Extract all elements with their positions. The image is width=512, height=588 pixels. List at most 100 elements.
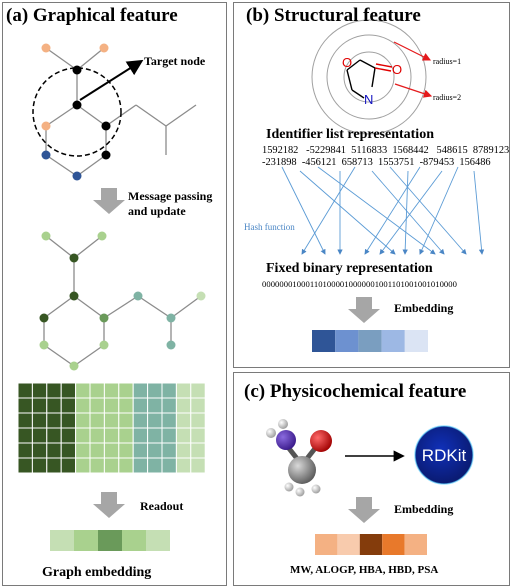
feature-matrix-cell [103,397,120,414]
feature-matrix-cell [161,427,177,444]
feature-matrix-cell [46,397,62,414]
node [41,121,51,131]
feature-matrix-cell [89,457,105,474]
radius-circles [311,19,427,135]
feature-matrix-cell [17,412,33,429]
feature-matrix-cell [103,442,120,459]
panel-c-title: (c) Physicochemical feature [244,381,467,402]
hash-arrows [281,166,485,255]
radius2-label: radius=2 [433,93,461,102]
feature-matrix-cell [190,427,206,444]
feature-matrix-cell [60,412,77,429]
feature-matrix-cell [132,397,149,414]
graph-embedding-bar [50,530,170,551]
feature-matrix-cell [132,442,149,459]
hydrogen-atom [311,484,321,494]
panel-structural [233,2,510,368]
structural-embedding-cell [335,330,359,352]
feature-matrix-cell [132,412,149,429]
target-neighborhood-circle [32,67,122,157]
oxygen-atom [310,430,332,452]
carbonyl-oxygen-label: O [392,62,402,77]
target-node [72,100,82,110]
feature-matrix-cell [17,427,33,444]
feature-matrix-cell [103,412,120,429]
radius1-arrow [393,41,432,61]
graph-embedding-cell [146,530,170,551]
hydrogen-atom [284,482,294,492]
feature-matrix-cell [190,382,206,399]
feature-matrix-cell [60,457,77,474]
feature-matrix-cell [147,427,163,444]
node [39,313,49,323]
graph-embedding-label: Graph embedding [42,565,152,580]
updated-graph [43,235,202,367]
feature-matrix-cell [118,412,134,429]
graph-embedding-cell [98,530,122,551]
structural-embedding-bar [312,330,428,352]
feature-matrix-cell [17,397,33,414]
carbon-atom [288,456,316,484]
physchem-embedding-cell [315,534,338,555]
feature-matrix-cell [17,457,33,474]
hydrogen-atom [266,428,276,438]
feature-matrix-cell [75,397,91,414]
descriptor-list: MW, ALOGP, HBA, HBD, PSA [290,564,439,576]
feature-matrix-cell [161,442,177,459]
node [99,313,109,323]
node [39,340,49,350]
panel-graphical [2,2,227,586]
graph-embedding-cell [122,530,146,551]
feature-matrix-cell [118,457,134,474]
identifier-list-heading: Identifier list representation [266,127,434,142]
feature-matrix-cell [118,382,134,399]
feature-matrix-cell [118,427,134,444]
feature-matrix-cell [31,382,48,399]
structural-embedding-cell [358,330,382,352]
rdkit-logo [415,426,473,484]
panel-physicochemical [233,372,510,586]
feature-matrix-cell [118,442,134,459]
feature-matrix-cell [60,397,77,414]
feature-matrix-cell [75,442,91,459]
identifier-row-1: 1592182 -5229841 5116833 1568442 548615 … [262,145,510,156]
readout-arrow [93,492,125,518]
node [72,65,82,75]
feature-matrix-cell [190,412,206,429]
hydrogen-atom [278,419,288,429]
feature-matrix-cell [89,397,105,414]
node-feature-matrix [17,382,206,474]
physchem-embedding-bar [315,534,427,555]
feature-matrix-cell [147,442,163,459]
feature-matrix-cell [190,397,206,414]
structural-embedding-cell [404,330,428,352]
feature-matrix-cell [132,382,149,399]
feature-matrix-cell [147,382,163,399]
feature-matrix-cell [17,442,33,459]
structural-embedding-cell [381,330,405,352]
feature-matrix-cell [175,457,192,474]
nitrogen-atom-label: N [364,92,373,107]
physchem-embedding-cell [382,534,405,555]
node [97,231,107,241]
node [69,361,79,371]
rdkit-logo-text: RDKit [422,446,467,465]
panel-a-title: (a) Graphical feature [6,5,178,26]
graph-embedding-cell [74,530,98,551]
feature-matrix-cell [17,382,33,399]
physchem-embedding-cell [337,534,360,555]
feature-matrix-cell [46,427,62,444]
feature-matrix-cell [60,427,77,444]
feature-matrix-cell [132,457,149,474]
physchem-embedding-arrow [348,497,380,523]
feature-matrix-cell [60,442,77,459]
node [69,291,79,301]
fixed-binary-heading: Fixed binary representation [266,261,433,276]
feature-matrix-cell [175,397,192,414]
message-passing-label: Message passing [128,189,213,203]
physchem-embedding-cell [404,534,427,555]
node [99,43,109,53]
radius1-label: radius=1 [433,57,461,66]
feature-matrix-cell [161,412,177,429]
feature-matrix-cell [75,412,91,429]
